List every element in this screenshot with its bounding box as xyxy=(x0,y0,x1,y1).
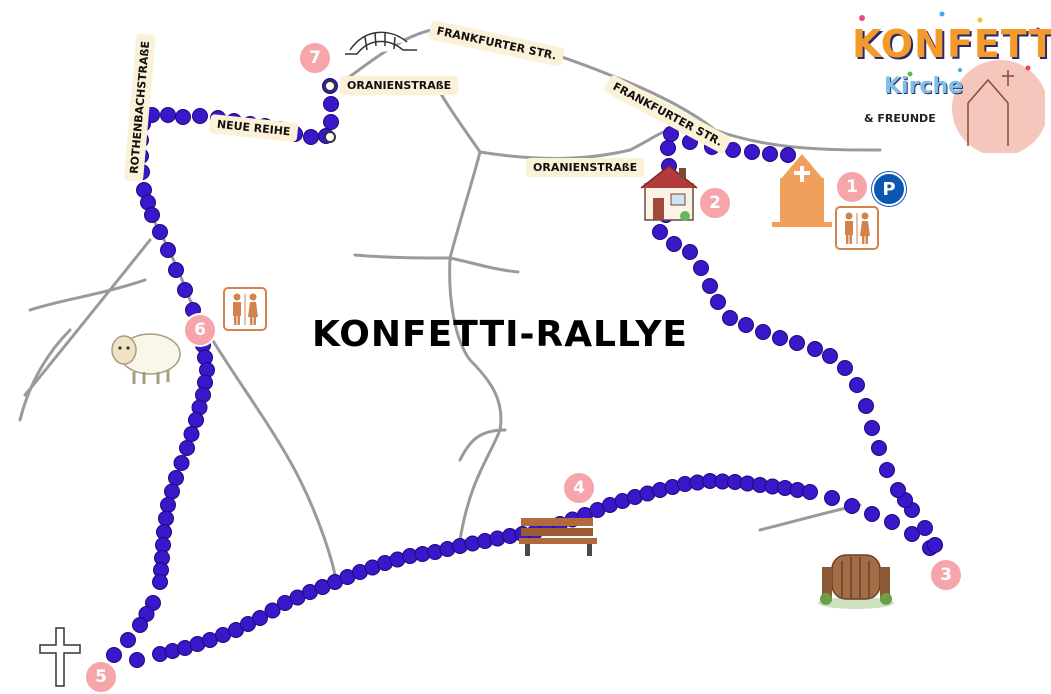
route-dot xyxy=(864,506,880,522)
station-marker-5: 5 xyxy=(84,660,118,694)
station-marker-6: 6 xyxy=(183,313,217,347)
road-network xyxy=(18,26,882,577)
route-endpoint xyxy=(324,131,336,143)
route-dot xyxy=(144,207,160,223)
route-dot xyxy=(264,602,281,619)
parking-icon: P xyxy=(872,172,906,206)
station-marker-7: 7 xyxy=(298,41,332,75)
route-dot xyxy=(927,537,943,553)
route-dot xyxy=(168,262,184,278)
route-dot xyxy=(864,420,880,436)
route-dot xyxy=(168,470,184,486)
toilet-icon xyxy=(223,287,267,331)
logo-subtitle: Kirche xyxy=(884,74,964,99)
route-dot xyxy=(822,348,838,364)
route-dot xyxy=(762,146,778,162)
route-dot xyxy=(824,490,840,506)
route-dot xyxy=(772,330,788,346)
route-dot xyxy=(879,462,895,478)
logo-brand: KONFETTI xyxy=(852,22,1051,66)
konfetti-kirche-logo: KONFETTI Kirche & FREUNDE xyxy=(850,8,1051,153)
route-dot xyxy=(188,412,204,428)
route-dot xyxy=(844,498,860,514)
toilet-pictogram xyxy=(233,293,258,325)
toilet-pictogram xyxy=(845,212,870,244)
route-dot xyxy=(890,482,906,498)
route-dot xyxy=(160,242,176,258)
route-dot xyxy=(177,282,193,298)
route-dot xyxy=(807,341,823,357)
route-dot xyxy=(164,483,180,500)
route-dot xyxy=(871,440,887,456)
cross-icon xyxy=(39,627,81,687)
route-dot xyxy=(702,278,718,294)
route-dot xyxy=(904,526,920,542)
route-dot xyxy=(173,455,190,471)
route-dot xyxy=(323,96,339,112)
route-dot xyxy=(917,520,933,536)
route-dot xyxy=(849,377,865,393)
route-dot xyxy=(858,398,874,414)
route-dot xyxy=(884,514,900,530)
rally-route xyxy=(106,78,943,668)
map-title: KONFETTI-RALLYE xyxy=(312,314,688,355)
house-icon xyxy=(640,165,698,221)
route-dot xyxy=(710,294,726,310)
church-icon xyxy=(772,154,832,227)
route-endpoint xyxy=(324,80,336,92)
route-dot xyxy=(179,440,195,456)
route-dot xyxy=(132,617,148,633)
route-dot xyxy=(160,497,176,513)
route-dot xyxy=(175,109,191,125)
street-label-oranienstrasse: ORANIENSTRAßE xyxy=(340,76,459,95)
logo-tagline: & FREUNDE xyxy=(864,112,936,125)
bridge-icon xyxy=(345,31,417,55)
route-dot xyxy=(323,114,339,130)
route-dot xyxy=(837,360,853,376)
route-dot xyxy=(682,244,698,260)
route-dot xyxy=(192,108,208,124)
route-dot xyxy=(755,324,771,340)
route-dot xyxy=(802,484,818,500)
route-dot xyxy=(158,510,174,527)
logo-graphic xyxy=(859,11,1045,153)
route-dot xyxy=(780,147,796,163)
route-dot xyxy=(744,144,760,160)
station-marker-1: 1 xyxy=(835,170,869,204)
route-dot xyxy=(152,224,168,240)
route-dot xyxy=(252,610,268,626)
bench-icon xyxy=(519,518,597,556)
route-dot xyxy=(652,224,668,240)
route-dot xyxy=(106,647,122,663)
route-dot xyxy=(666,236,682,252)
route-dot xyxy=(129,652,145,668)
toilet-icon xyxy=(835,206,879,250)
route-dot xyxy=(183,426,200,442)
route-dot xyxy=(693,260,709,276)
garden-gate-icon xyxy=(818,554,894,609)
station-marker-2: 2 xyxy=(698,186,732,220)
route-dot xyxy=(120,632,136,648)
route-dot xyxy=(722,310,738,326)
station-marker-3: 3 xyxy=(929,558,963,592)
route-dot xyxy=(303,129,319,145)
route-dot xyxy=(152,574,168,590)
route-dot xyxy=(789,335,805,351)
station-marker-4: 4 xyxy=(562,471,596,505)
sheep-icon xyxy=(111,333,181,384)
route-dot xyxy=(160,107,176,123)
route-dot xyxy=(738,317,754,333)
street-label-oranienstrasse: ORANIENSTRAßE xyxy=(526,158,645,177)
route-dot xyxy=(660,140,676,156)
